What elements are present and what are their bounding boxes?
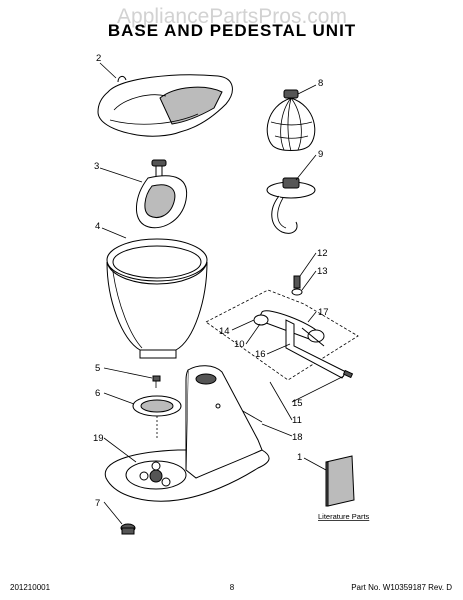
callout-label: 17: [318, 307, 329, 318]
footer-page-number: 8: [230, 583, 235, 592]
callout-label: 14: [219, 326, 230, 337]
callout-label: 5: [95, 363, 100, 374]
watermark-text: AppliancePartsPros.com: [117, 5, 347, 28]
callout-label: 19: [93, 433, 104, 444]
pouring-shield-part: [97, 74, 233, 137]
wire-whip-part: [266, 89, 316, 152]
callout-label: 8: [318, 78, 323, 89]
diagram-title: BASE AND PEDESTAL UNIT: [108, 21, 356, 40]
flat-beater-part: [136, 159, 188, 229]
callout-label: 1: [297, 452, 302, 463]
callout-numbers: 2 8 3 9 4 12 13 17 14 10 16 5 6 15 11 18…: [93, 53, 329, 509]
literature-parts-label: Literature Parts: [318, 512, 370, 521]
callout-label: 15: [292, 398, 303, 409]
callout-label: 4: [95, 221, 100, 232]
callout-label: 3: [94, 161, 99, 172]
plate-part: [132, 395, 182, 440]
base-pedestal-part: [104, 365, 270, 502]
callout-label: 11: [292, 415, 302, 426]
mixing-bowl-part: [106, 238, 208, 359]
dough-hook-part: [266, 177, 316, 234]
hinge-assembly-part: [205, 275, 359, 381]
callout-label: 2: [96, 53, 101, 64]
callout-label: 12: [317, 248, 328, 259]
callout-leader-lines: [99, 62, 345, 525]
callout-label: 9: [318, 149, 323, 160]
screw-part: [152, 375, 161, 388]
callout-label: 18: [292, 432, 303, 443]
footer-part-number: Part No. W10359187 Rev. D: [351, 583, 452, 592]
callout-label: 16: [255, 349, 266, 360]
foot-part: [120, 523, 136, 535]
callout-label: 6: [95, 388, 100, 399]
callout-label: 13: [317, 266, 328, 277]
literature-booklet-part: [325, 455, 355, 507]
callout-label: 7: [95, 498, 100, 509]
footer-document-number: 201210001: [10, 583, 51, 592]
callout-label: 10: [234, 339, 245, 350]
